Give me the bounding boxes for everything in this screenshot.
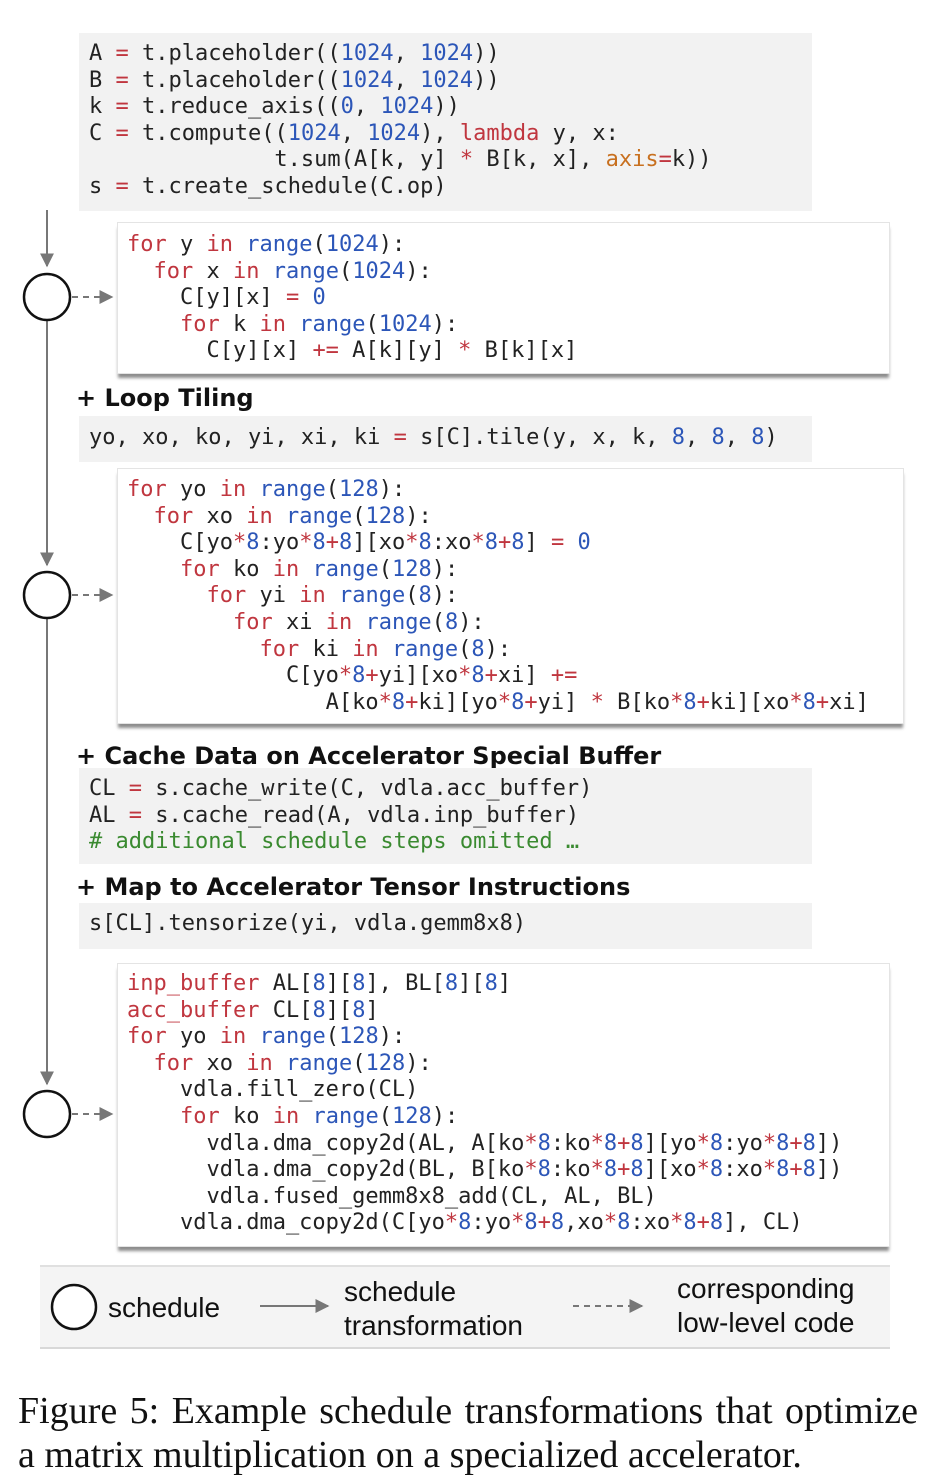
code-line: inp_buffer AL[8][8], BL[8][8] [127, 971, 512, 996]
tiling-code-block: yo, xo, ko, yi, xi, ki = s[C].tile(y, x,… [79, 416, 812, 462]
code-line: vdla.fused_gemm8x8_add(CL, AL, BL) [127, 1183, 657, 1209]
loop-tiling-heading: + Loop Tiling [76, 384, 254, 412]
code-line: A[ko*8+ki][yo*8+yi] * B[ko*8+ki][xo*8+xi… [127, 689, 869, 715]
code-line: C[yo*8:yo*8+8][xo*8:xo*8+8] = 0 [127, 530, 591, 556]
code-line: for xi in range(8): [232, 609, 485, 635]
code-line: A = t.placeholder((1024, 1024)) [89, 41, 500, 66]
code-line: acc_buffer CL[8][8] [127, 997, 379, 1023]
code-line: vdla.dma_copy2d(BL, B[ko*8:ko*8+8][xo*8:… [127, 1157, 843, 1183]
legend-circle-icon [50, 1283, 98, 1331]
code-line: AL = s.cache_read(A, vdla.inp_buffer) [89, 802, 580, 828]
code-line: vdla.dma_copy2d(AL, A[ko*8:ko*8+8][yo*8:… [127, 1130, 843, 1156]
code-line: for xo in range(128): [153, 503, 432, 529]
tensorize-code-block: s[CL].tensorize(yi, vdla.gemm8x8) [79, 903, 812, 949]
lowlevel-code-card-1: for y in range(1024): for x in range(102… [117, 222, 890, 374]
code-line: yo, xo, ko, yi, xi, ki = s[C].tile(y, x,… [89, 425, 778, 450]
cache-data-heading: + Cache Data on Accelerator Special Buff… [76, 742, 662, 770]
code-line: for k in range(1024): [179, 311, 459, 337]
code-line: for yi in range(8): [206, 583, 459, 609]
legend-lowlevel-label-line2: low-level code [677, 1307, 855, 1338]
code-line: for ko in range(128): [179, 556, 459, 582]
legend-transformation-label-line2: transformation [344, 1310, 523, 1341]
code-line: t.sum(A[k, y] * B[k, x], axis=k)) [89, 147, 712, 173]
code-line: for ki in range(8): [259, 636, 512, 662]
code-line: vdla.dma_copy2d(C[yo*8:yo*8+8,xo*8:xo*8+… [127, 1210, 803, 1236]
legend-schedule-label: schedule [108, 1292, 221, 1323]
code-line: for ko in range(128): [179, 1103, 459, 1129]
schedule-node-3 [22, 1089, 72, 1139]
legend-symbols [50, 1283, 644, 1331]
code-line: vdla.fill_zero(CL) [127, 1077, 419, 1103]
lowlevel-code-card-3: inp_buffer AL[8][8], BL[8][8]acc_buffer … [117, 963, 890, 1247]
legend-transformation-label-line1: schedule [344, 1276, 457, 1307]
code-line: C[yo*8+yi][xo*8+xi] += [127, 663, 578, 689]
code-line: s = t.create_schedule(C.op) [89, 173, 447, 199]
code-comment: # additional schedule steps omitted … [89, 829, 580, 855]
cache-code-block: CL = s.cache_write(C, vdla.acc_buffer)AL… [79, 768, 812, 864]
setup-code-block: A = t.placeholder((1024, 1024))B = t.pla… [79, 33, 812, 211]
code-line: for x in range(1024): [153, 258, 432, 284]
code-line: CL = s.cache_write(C, vdla.acc_buffer) [89, 776, 593, 801]
code-line: for xo in range(128): [153, 1050, 432, 1076]
code-line: B = t.placeholder((1024, 1024)) [89, 67, 500, 93]
code-line: C[y][x] = 0 [127, 285, 326, 311]
code-line: k = t.reduce_axis((0, 1024)) [89, 94, 460, 120]
schedule-node-1 [22, 272, 72, 322]
code-line: for yo in range(128): [127, 1024, 406, 1050]
code-line: for yo in range(128): [127, 477, 406, 502]
legend: schedule schedule transformation corresp… [40, 1265, 890, 1349]
legend-lowlevel-label-line1: corresponding [677, 1273, 855, 1304]
code-line: s[CL].tensorize(yi, vdla.gemm8x8) [89, 911, 527, 936]
tensor-instructions-heading: + Map to Accelerator Tensor Instructions [76, 873, 631, 901]
code-line: C[y][x] += A[k][y] * B[k][x] [127, 338, 578, 364]
code-line: for y in range(1024): [127, 232, 406, 257]
schedule-node-2 [22, 570, 72, 620]
lowlevel-code-card-2: for yo in range(128): for xo in range(12… [117, 468, 904, 724]
code-line: C = t.compute((1024, 1024), lambda y, x: [89, 120, 619, 146]
figure-caption: Figure 5: Example schedule transformatio… [18, 1390, 918, 1476]
